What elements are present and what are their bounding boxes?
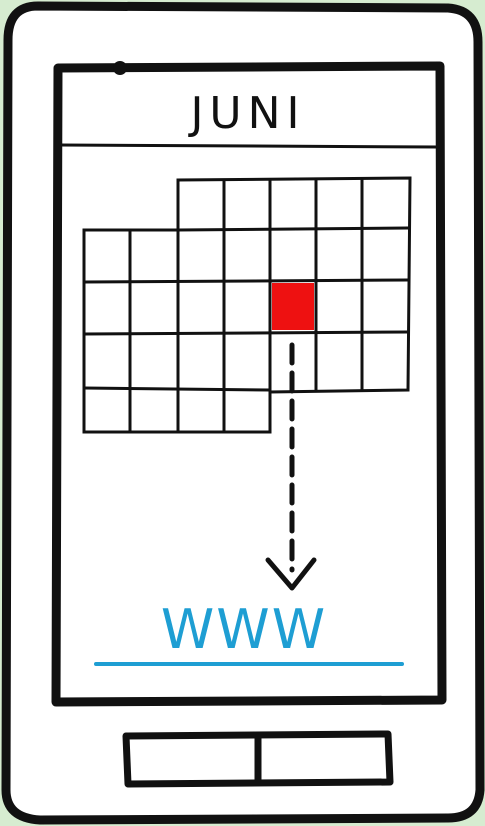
- highlighted-day[interactable]: [272, 283, 314, 330]
- www-link[interactable]: WWW: [161, 598, 327, 661]
- month-title: JUNI: [187, 88, 305, 139]
- ink-smudge: [113, 61, 127, 75]
- home-button-icon[interactable]: [126, 734, 390, 784]
- header-divider: [60, 145, 438, 147]
